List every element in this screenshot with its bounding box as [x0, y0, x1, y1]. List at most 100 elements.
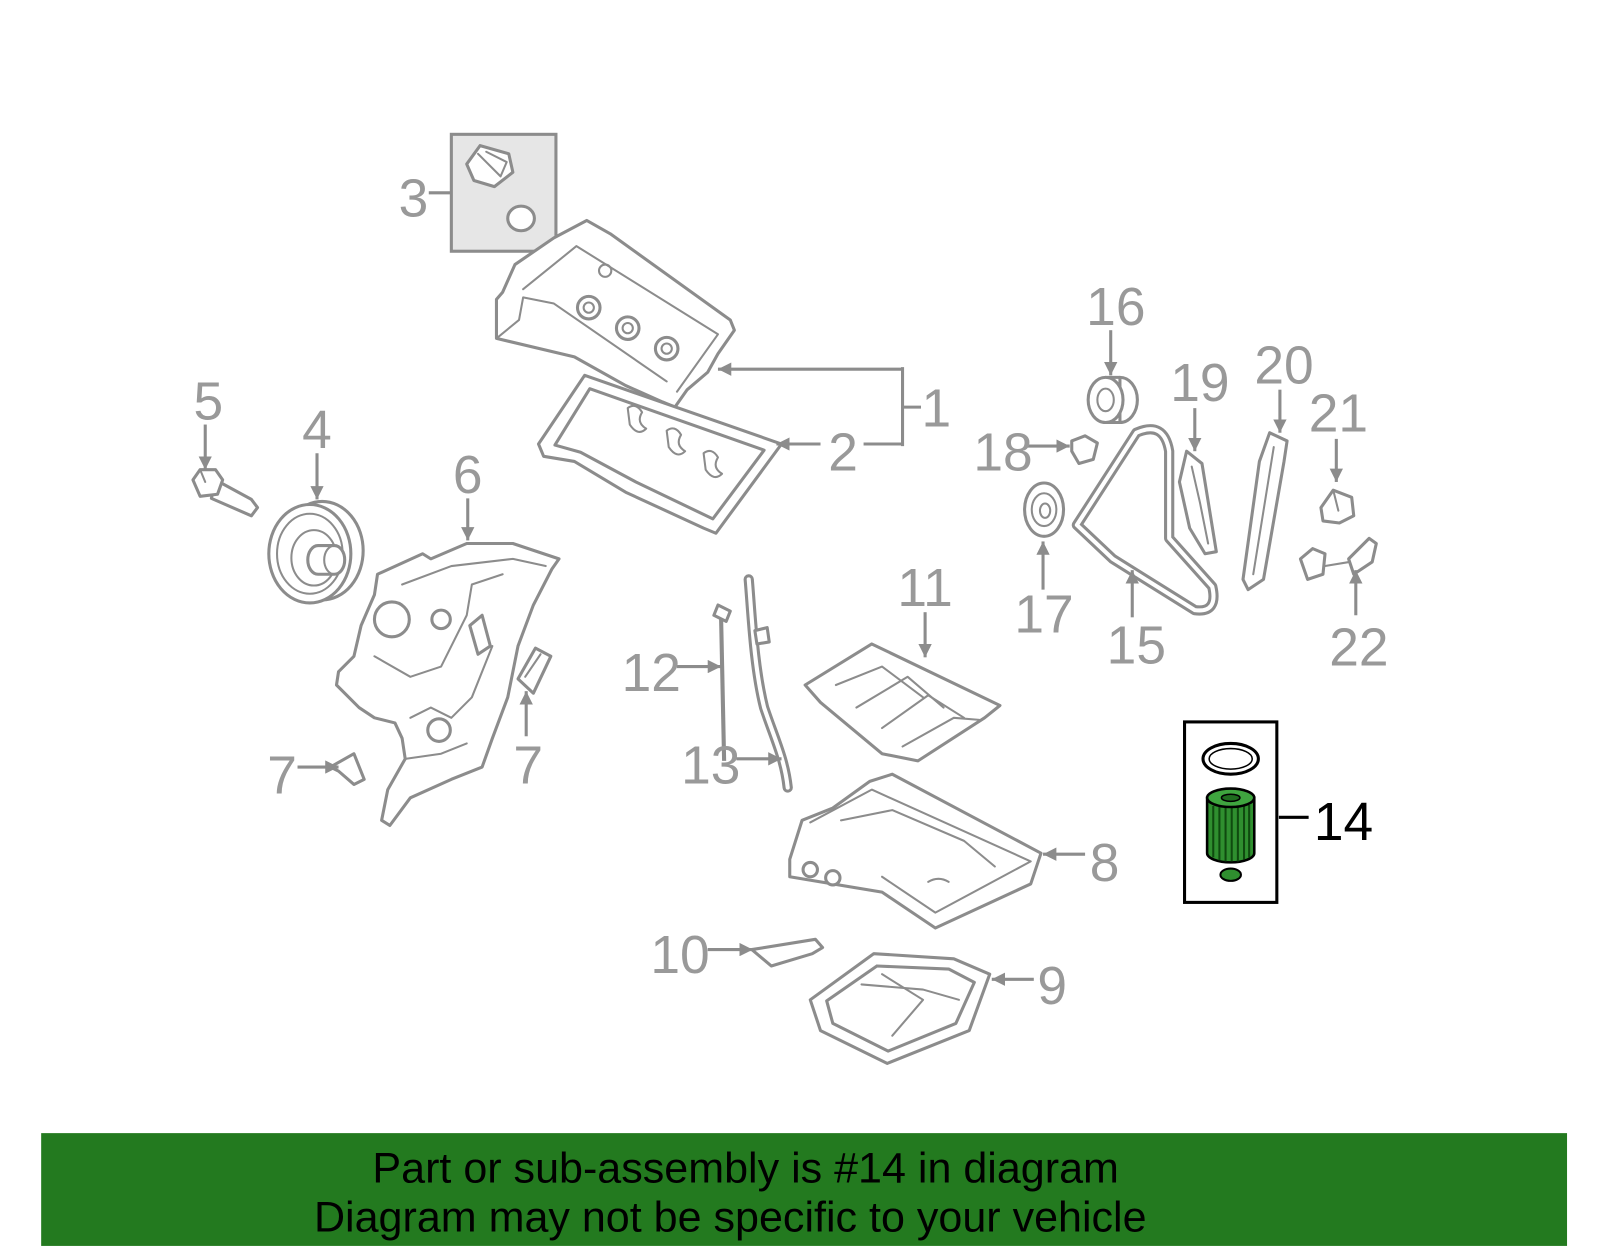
- part-8-upper-oil-pan: [788, 772, 1043, 930]
- timing-cover-rib-4: [404, 742, 468, 760]
- filler-cap-handle: [476, 150, 508, 178]
- callout-13: 13: [681, 736, 740, 795]
- gasket-inner: [553, 387, 766, 521]
- valve-cover-port-1-inner: [582, 301, 595, 314]
- gasket-right-inner: [524, 653, 542, 678]
- timing-cover-rib-2: [373, 573, 504, 678]
- baffle-body: [803, 642, 1002, 763]
- gasket-plug-seal-3: [702, 449, 724, 479]
- callout-18: 18: [973, 424, 1032, 483]
- callout-5: 5: [193, 372, 223, 431]
- timing-cover-rib-1: [401, 557, 547, 586]
- filter-o-ring-large-inner: [1208, 747, 1253, 770]
- callout-21: 21: [1309, 385, 1368, 444]
- sprocket-ring: [1030, 492, 1058, 528]
- callout-16: 16: [1086, 278, 1145, 337]
- baffle-rib-4: [901, 716, 981, 748]
- valve-cover-body: [494, 218, 736, 409]
- filter-element-pleats: [1212, 804, 1251, 862]
- part-2-valve-cover-gasket: [536, 373, 784, 535]
- part-16-idler-pulley: [1086, 375, 1139, 425]
- upper-pan-rib: [839, 809, 996, 868]
- callout-1: 1: [922, 380, 952, 439]
- callout-7-left: 7: [267, 747, 297, 806]
- upper-pan-drain-mark: [927, 877, 950, 883]
- part-22-tensioner-arm: [1298, 536, 1378, 581]
- banner-line-1: Part or sub-assembly is #14 in diagram: [372, 1144, 1118, 1192]
- dipstick-tube-bracket: [753, 626, 771, 646]
- upper-pan-boss-2: [824, 869, 842, 887]
- part-7-gasket-right: [516, 646, 553, 695]
- tensioner-link: [1324, 560, 1351, 568]
- callout-3: 3: [399, 169, 429, 228]
- chain-guide-body: [1177, 449, 1218, 556]
- callout-8: 8: [1090, 834, 1120, 893]
- idler-bearing: [1096, 387, 1115, 413]
- pulley-hub-face: [323, 544, 346, 576]
- valve-cover-port-3-inner: [660, 342, 673, 355]
- chain-inner: [1074, 427, 1216, 613]
- dipstick-tube-inner: [746, 577, 790, 790]
- sprocket-outer: [1023, 481, 1066, 538]
- part-10-gasket: [750, 937, 825, 968]
- part-14-oil-filter: [1183, 720, 1279, 904]
- part-18-bolt: [1070, 434, 1099, 466]
- part-11-baffle: [803, 642, 1002, 763]
- baffle-rib-1: [834, 665, 925, 699]
- filter-o-ring-large: [1201, 741, 1260, 776]
- part-6-timing-cover: [334, 541, 561, 828]
- guide-rail-body: [1241, 431, 1289, 592]
- valve-cover-ridge: [522, 245, 719, 393]
- part-19-chain-guide: [1177, 449, 1218, 556]
- idler-front: [1086, 375, 1125, 425]
- callout-14: 14: [1314, 793, 1373, 852]
- timing-cover-seal-bore: [372, 600, 411, 639]
- valve-cover-port-3: [653, 335, 680, 362]
- part-21-tensioner: [1319, 488, 1356, 525]
- callout-9: 9: [1037, 957, 1067, 1016]
- callout-17: 17: [1014, 586, 1073, 645]
- filter-o-ring-small: [1219, 867, 1242, 882]
- dipstick-handle: [712, 603, 732, 623]
- baffle-rib-3: [881, 694, 966, 730]
- upper-pan-rim: [809, 788, 1032, 914]
- callout-22: 22: [1329, 619, 1388, 678]
- part-12-dipstick: [712, 603, 732, 761]
- callout-20: 20: [1254, 337, 1313, 396]
- callout-2: 2: [828, 424, 858, 483]
- tensioner-edge: [1332, 489, 1340, 512]
- bolt-head: [191, 468, 225, 498]
- tensioner-block: [1298, 547, 1327, 581]
- upper-pan-boss-1: [801, 860, 819, 879]
- part-17-sprocket: [1023, 481, 1066, 538]
- filler-cap-seal: [506, 204, 536, 233]
- upper-pan-body: [788, 772, 1043, 930]
- part-15-timing-chain: [1071, 424, 1219, 616]
- guide-rail-face: [1252, 446, 1275, 576]
- part-1-valve-cover: [494, 218, 736, 409]
- callout-12: 12: [622, 644, 681, 703]
- part-7-gasket-left: [328, 752, 366, 787]
- valve-cover-edge: [495, 296, 668, 383]
- callout-10: 10: [650, 926, 709, 985]
- part-20-chain-guide: [1241, 431, 1289, 592]
- part-13-dipstick-tube: [743, 574, 793, 793]
- dipstick-rod: [718, 615, 727, 761]
- callout-15: 15: [1107, 616, 1166, 675]
- valve-cover-port-2-inner: [621, 321, 634, 335]
- filter-element-top-hole: [1220, 793, 1241, 803]
- part-3-oil-filler-cap: [449, 132, 558, 253]
- callout-7-right: 7: [513, 736, 543, 795]
- timing-cover-rib-3: [409, 645, 494, 719]
- oil-pan-rib-1: [860, 983, 960, 1001]
- gasket-plug-seal-1: [626, 404, 648, 433]
- part-4-pulley: [267, 499, 365, 605]
- callout-4: 4: [302, 401, 332, 460]
- callout-19: 19: [1170, 354, 1229, 413]
- oil-pan-rib-2: [881, 973, 925, 1037]
- part-9-oil-pan: [808, 952, 992, 1065]
- valve-cover-port-1: [575, 294, 602, 321]
- timing-cover-boss-1: [430, 608, 452, 631]
- callout-6: 6: [453, 446, 483, 505]
